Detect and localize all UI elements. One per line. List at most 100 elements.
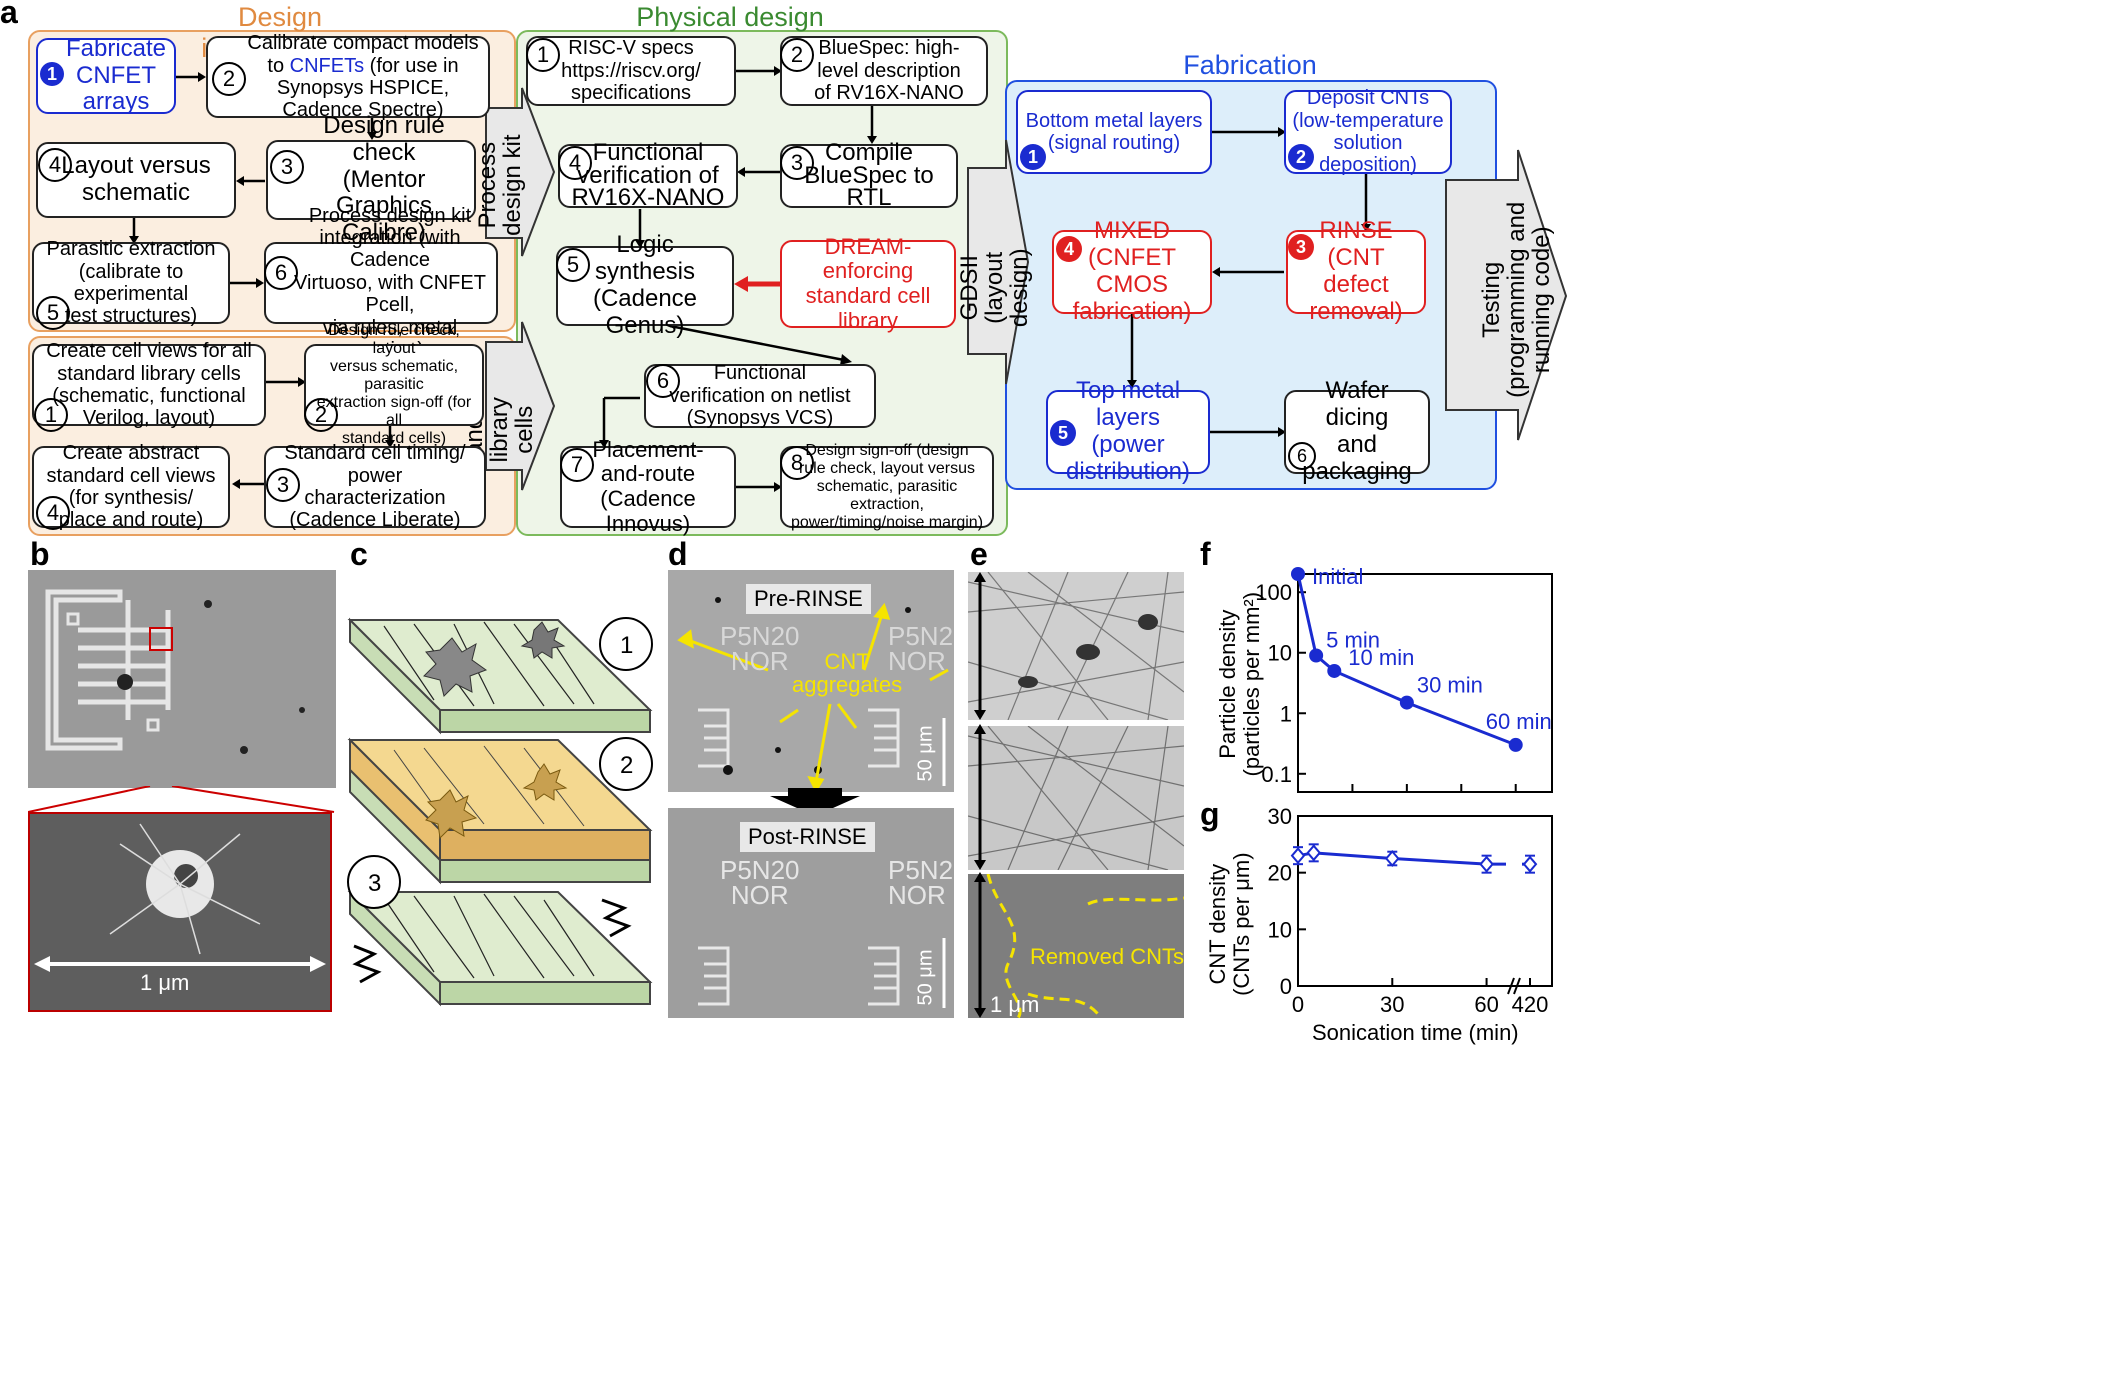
step-number: 2 — [304, 398, 338, 432]
pre-rinse-label: Pre-RINSE — [746, 584, 871, 614]
x-tick-label: 420 — [1512, 992, 1549, 1017]
data-label: 10 min — [1348, 645, 1414, 670]
post-rinse-svg — [698, 938, 946, 1008]
data-point — [1399, 695, 1414, 710]
data-point — [1384, 849, 1400, 868]
post-chip-label-nor-2: P5N2 NOR — [888, 855, 954, 910]
step-badge: 1 — [40, 62, 64, 86]
panel-label-d: d — [668, 536, 688, 572]
series-line — [1297, 851, 1487, 866]
data-label: 30 min — [1417, 673, 1483, 698]
aggregate-svg — [34, 823, 326, 972]
placement-route-box: Placement- and-route (Cadence Innovus) — [560, 437, 736, 535]
data-point — [1327, 663, 1342, 678]
step-circle-2: 2 — [620, 752, 634, 779]
step-badge: 5 — [1050, 420, 1076, 446]
rinse-text: RINSE (CNT defect removal) — [1309, 217, 1403, 325]
drc-text: Design rule check (Mentor Graphics Calib… — [323, 111, 445, 247]
gdsii-arrow — [967, 139, 1030, 385]
test-structure-image — [45, 589, 305, 754]
step-number: 1 — [526, 38, 560, 72]
calibrate-text: Calibrate compact models to CNFETs (for … — [217, 32, 478, 122]
cell-timing-box: Standard cell timing/ power characteriza… — [264, 442, 486, 531]
step-number: 4 — [38, 148, 72, 182]
y-tick-label: 10 — [1268, 641, 1292, 666]
axis-break — [1507, 977, 1515, 995]
timing-text: Standard cell timing/ power characteriza… — [284, 442, 466, 532]
create-cell-views-box: Create cell views for all standard libra… — [32, 340, 266, 429]
design-signoff-text: Design sign-off (design rule check, layo… — [790, 442, 984, 531]
cnt-network-svg-2 — [968, 726, 1184, 870]
step-number: 8 — [780, 446, 814, 480]
step-circle-3: 3 — [368, 870, 382, 897]
y-tick-label: 10 — [1268, 917, 1292, 942]
pre-rinse-svg — [677, 597, 949, 792]
calibrate-text-a: Calibrate compact models to — [247, 32, 479, 77]
design-rule-check-box: Design rule check (Mentor Graphics Calib… — [266, 112, 476, 246]
x-tick-label: 0 — [1292, 992, 1304, 1017]
data-point — [1309, 648, 1324, 663]
fabricate-text: Fabricate CNFET arrays — [65, 34, 167, 116]
testing-arrow — [1445, 149, 1568, 441]
step-number: 5 — [556, 248, 590, 282]
panel-label-e: e — [970, 536, 988, 572]
panel-label-f: f — [1200, 536, 1211, 572]
panel-label-b: b — [30, 536, 50, 572]
post-scale-label: 50 μm — [914, 949, 937, 1006]
design-signoff-box: Design sign-off (design rule check, layo… — [780, 442, 994, 531]
bottom-metal-text: Bottom metal layers (signal routing) — [1025, 109, 1203, 154]
data-point — [1522, 855, 1538, 873]
panel-b-scale-label: 1 μm — [140, 970, 190, 995]
data-point — [1508, 737, 1523, 752]
step-number: 1 — [34, 398, 68, 432]
step-number: 4 — [558, 146, 592, 180]
step-number: 6 — [264, 256, 298, 290]
sem-image-removed — [968, 874, 1184, 1018]
step-number: 6 — [1288, 442, 1316, 470]
dicing-text: Wafer dicing and packaging — [1302, 377, 1412, 485]
x-tick-label: 30 — [1380, 992, 1404, 1017]
data-label: Initial — [1312, 564, 1363, 589]
fabricate-cnfet-box: Fabricate CNFET arrays — [36, 34, 176, 116]
process-design-kit-arrow — [485, 87, 556, 257]
step-number: 7 — [560, 448, 594, 482]
zoom-lines — [28, 786, 335, 813]
deposit-text: Deposit CNTs (low-temperature solution d… — [1292, 87, 1444, 177]
panel-label-g: g — [1200, 796, 1220, 832]
deposit-cnts-box: Deposit CNTs (low-temperature solution d… — [1284, 87, 1452, 177]
cnt-aggregates-label: CNT aggregates — [792, 649, 903, 698]
panel-e-scale-label: 1 μm — [990, 992, 1040, 1017]
flow-arrows-layer — [129, 66, 1568, 492]
cell-views-text: Create cell views for all standard libra… — [46, 340, 252, 430]
compile-text: Compile BlueSpec to RTL — [804, 138, 934, 212]
dream-text: DREAM-enforcing standard cell library — [805, 233, 931, 333]
data-point — [1290, 847, 1306, 865]
x-tick-label: 60 — [1474, 992, 1498, 1017]
abstract-cell-views-box: Create abstract standard cell views (for… — [32, 442, 230, 531]
data-point — [1306, 844, 1322, 862]
y-tick-label: 1 — [1280, 701, 1292, 726]
plot-frame — [1297, 573, 1553, 793]
step-circle-1: 1 — [620, 632, 634, 659]
sem-image-before — [968, 572, 1184, 720]
step-number: 3 — [266, 468, 300, 502]
cnt-network-svg-1 — [968, 572, 1184, 720]
data-label: 5 min — [1326, 628, 1380, 653]
panel-label-a: a — [0, 0, 18, 30]
abstract-text: Create abstract standard cell views (for… — [46, 442, 216, 532]
riscv-text: RISC-V specs https://riscv.org/ specific… — [561, 37, 701, 105]
y-tick-label: 20 — [1268, 861, 1292, 886]
calibrate-models-box: Calibrate compact models to CNFETs (for … — [206, 32, 490, 121]
removed-cnts-label: Removed CNTs — [1030, 944, 1185, 969]
step-badge: 3 — [1288, 234, 1314, 260]
mixed-text: MIXED (CNFET CMOS fabrication) — [1072, 217, 1192, 325]
wafer-dicing-box: Wafer dicing and packaging — [1284, 377, 1430, 485]
y-tick-label: 0 — [1280, 974, 1292, 999]
placement-text: Placement- and-route (Cadence Innovus) — [592, 436, 704, 536]
fabrication-title: Fabrication — [1183, 50, 1317, 80]
data-point — [1291, 567, 1305, 581]
riscv-specs-box: RISC-V specs https://riscv.org/ specific… — [526, 36, 736, 106]
logic-synthesis-box: Logic synthesis (Cadence Genus) — [556, 231, 734, 339]
signoff-text: Design rule check, layout versus schemat… — [316, 322, 472, 447]
